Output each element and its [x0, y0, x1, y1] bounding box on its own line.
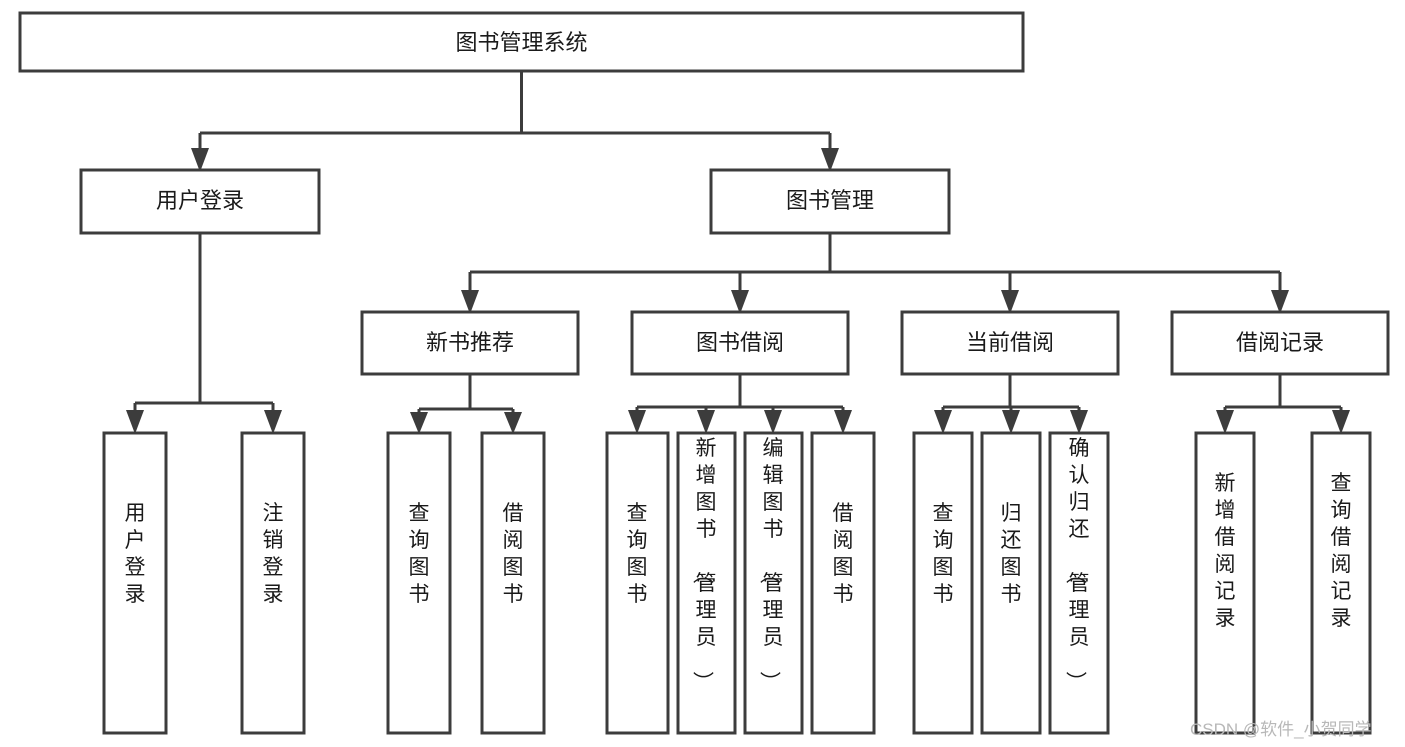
node-leaf-add-borrow-record-label: 新增借阅记录: [1215, 472, 1236, 630]
node-leaf-return-book-label: 归还图书: [1001, 502, 1022, 606]
node-leaf-query-borrow-record[interactable]: 查询借阅记录: [1310, 431, 1372, 735]
arrowhead-leaf-query-book-3: [934, 410, 952, 434]
node-leaf-edit-book-admin-box[interactable]: [743, 431, 804, 735]
node-root[interactable]: 图书管理系统: [18, 11, 1025, 73]
node-leaf-query-book-1-label: 查询图书: [409, 502, 430, 606]
node-leaf-query-book-3[interactable]: 查询图书: [912, 431, 974, 735]
node-leaf-borrow-book-2-box[interactable]: [810, 431, 876, 735]
node-leaf-query-book-1-box[interactable]: [386, 431, 452, 735]
node-leaf-borrow-book-1-label: 借阅图书: [503, 502, 524, 606]
node-leaf-edit-book-admin[interactable]: 编辑图书（管理员）: [743, 431, 804, 735]
node-leaf-borrow-book-1-box[interactable]: [480, 431, 546, 735]
node-book-manage-box[interactable]: [709, 168, 951, 235]
node-borrow-record-label: 借阅记录: [1236, 330, 1324, 355]
node-leaf-return-book[interactable]: 归还图书: [980, 431, 1042, 735]
node-leaf-logout[interactable]: 注销登录: [240, 431, 306, 735]
node-book-manage-label: 图书管理: [786, 188, 874, 213]
node-leaf-edit-book-admin-label: 编辑图书（管理员）: [758, 437, 784, 692]
arrowhead-leaf-borrow-book-1: [504, 412, 522, 434]
node-leaf-query-book-1[interactable]: 查询图书: [386, 431, 452, 735]
connector-currentborrow-to-leaves: [941, 374, 1081, 415]
connector-root-to-level1: [198, 71, 832, 152]
node-root-box[interactable]: [18, 11, 1025, 73]
node-leaf-add-book-admin[interactable]: 新增图书（管理员）: [676, 431, 737, 735]
arrowhead-leaf-user-login: [126, 410, 144, 434]
node-leaf-confirm-return-admin-label: 确认归还（管理员）: [1064, 437, 1090, 692]
node-current-borrow-label: 当前借阅: [966, 330, 1054, 355]
node-new-book-recommend[interactable]: 新书推荐: [360, 310, 580, 376]
arrowhead-book-borrow: [731, 290, 749, 314]
node-borrow-record-box[interactable]: [1170, 310, 1390, 376]
arrowhead-leaf-return-book: [1002, 410, 1020, 434]
node-book-manage[interactable]: 图书管理: [709, 168, 951, 235]
node-leaf-query-borrow-record-box[interactable]: [1310, 431, 1372, 735]
node-leaf-add-book-admin-box[interactable]: [676, 431, 737, 735]
node-book-borrow-box[interactable]: [630, 310, 850, 376]
node-user-login-label: 用户登录: [156, 188, 244, 213]
node-book-borrow-label: 图书借阅: [696, 330, 784, 355]
arrowhead-leaf-add-borrow-record: [1216, 410, 1234, 434]
node-leaf-query-borrow-record-label: 查询借阅记录: [1331, 472, 1352, 630]
node-leaf-user-login-label: 用户登录: [125, 502, 146, 606]
connector-newbook-to-leaves: [417, 374, 515, 417]
arrowhead-leaf-query-book-1: [410, 412, 428, 434]
arrowhead-leaf-query-book-2: [628, 410, 646, 434]
node-leaf-query-book-3-label: 查询图书: [933, 502, 954, 606]
node-leaf-add-book-admin-label: 新增图书（管理员）: [691, 437, 717, 692]
arrowhead-leaf-confirm-return: [1070, 410, 1088, 434]
node-leaf-query-book-2[interactable]: 查询图书: [605, 431, 670, 735]
node-leaf-logout-box[interactable]: [240, 431, 306, 735]
arrowhead-new-book-recommend: [461, 290, 479, 314]
connector-userlogin-to-leaves: [133, 233, 275, 415]
arrowhead-borrow-record: [1271, 290, 1289, 314]
connector-layer: [126, 71, 1350, 434]
node-new-book-recommend-box[interactable]: [360, 310, 580, 376]
node-leaf-confirm-return-admin-box[interactable]: [1048, 431, 1110, 735]
node-current-borrow[interactable]: 当前借阅: [900, 310, 1120, 376]
node-leaf-query-book-2-label: 查询图书: [627, 502, 648, 606]
node-leaf-return-book-box[interactable]: [980, 431, 1042, 735]
node-leaf-user-login-box[interactable]: [102, 431, 168, 735]
node-layer: 图书管理系统 用户登录 图书管理 新书推荐 图书借阅 当前: [18, 11, 1390, 735]
node-leaf-borrow-book-1[interactable]: 借阅图书: [480, 431, 546, 735]
node-borrow-record[interactable]: 借阅记录: [1170, 310, 1390, 376]
node-root-label: 图书管理系统: [455, 30, 587, 55]
arrowhead-leaf-edit-book: [764, 410, 782, 434]
arrowhead-leaf-logout: [264, 410, 282, 434]
node-leaf-borrow-book-2-label: 借阅图书: [833, 502, 854, 606]
node-new-book-recommend-label: 新书推荐: [426, 330, 514, 355]
node-leaf-add-borrow-record-box[interactable]: [1194, 431, 1256, 735]
arrowhead-leaf-add-book: [697, 410, 715, 434]
connector-bookmanage-to-level2: [468, 233, 1282, 294]
arrowhead-current-borrow: [1001, 290, 1019, 314]
arrowhead-book-manage: [821, 148, 839, 172]
node-leaf-query-book-2-box[interactable]: [605, 431, 670, 735]
node-leaf-logout-label: 注销登录: [263, 502, 284, 606]
arrowhead-leaf-borrow-book-2: [834, 410, 852, 434]
connector-bookborrow-to-leaves: [635, 374, 845, 415]
node-book-borrow[interactable]: 图书借阅: [630, 310, 850, 376]
node-leaf-confirm-return-admin[interactable]: 确认归还（管理员）: [1048, 431, 1110, 735]
node-leaf-user-login[interactable]: 用户登录: [102, 431, 168, 735]
node-leaf-add-borrow-record[interactable]: 新增借阅记录: [1194, 431, 1256, 735]
node-user-login[interactable]: 用户登录: [79, 168, 321, 235]
node-leaf-query-book-3-box[interactable]: [912, 431, 974, 735]
arrowhead-user-login: [191, 148, 209, 172]
node-leaf-borrow-book-2[interactable]: 借阅图书: [810, 431, 876, 735]
arrowhead-leaf-query-borrow-record: [1332, 410, 1350, 434]
node-current-borrow-box[interactable]: [900, 310, 1120, 376]
connector-borrowrecord-to-leaves: [1223, 374, 1343, 415]
csdn-watermark: CSDN @软件_小贺同学: [1190, 720, 1372, 739]
node-user-login-box[interactable]: [79, 168, 321, 235]
